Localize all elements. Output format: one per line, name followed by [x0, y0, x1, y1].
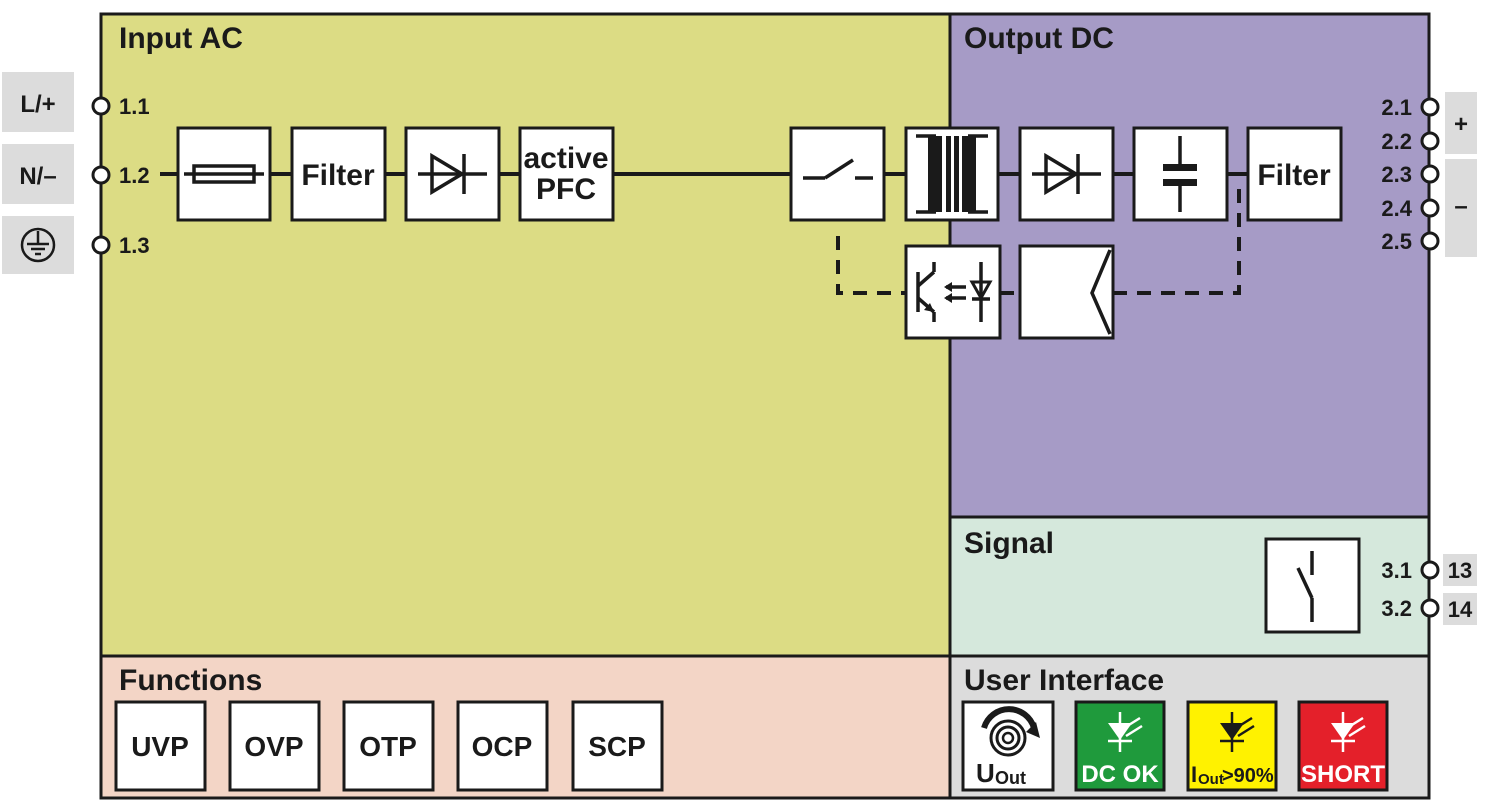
function-otp: OTP [342, 700, 435, 792]
capacitor-icon [1163, 136, 1197, 212]
iout90-label-sub: Out [1198, 771, 1224, 788]
terminal-label-2-2: 2.2 [1381, 129, 1412, 154]
output-diode-icon [1032, 152, 1101, 196]
terminal-label-2-4: 2.4 [1381, 196, 1412, 221]
switch-icon [803, 158, 873, 180]
potentiometer-label-sub: Out [995, 768, 1026, 788]
fuse-icon [184, 164, 264, 184]
short-indicator: SHORT [1297, 700, 1389, 792]
function-ovp: OVP [228, 700, 321, 792]
terminal-label-2-5: 2.5 [1381, 229, 1412, 254]
function-label-ovp: OVP [244, 731, 303, 762]
terminal-label-2-1: 2.1 [1381, 95, 1412, 120]
terminal-2-5 [1420, 231, 1440, 251]
function-ocp: OCP [456, 700, 549, 792]
iout90-indicator: I Out >90% [1186, 700, 1278, 792]
side-label-l: L/+ [20, 91, 55, 118]
pfc-label-line1: active [523, 142, 608, 175]
input-terminals: 1.1 1.2 1.3 [91, 94, 150, 258]
contact-label-14: 14 [1448, 597, 1473, 622]
function-label-otp: OTP [359, 731, 417, 762]
switch-block [789, 126, 886, 222]
terminal-1-3 [91, 235, 111, 255]
terminal-label-1-1: 1.1 [119, 94, 150, 119]
transformer-block [904, 126, 1000, 222]
diode-icon [418, 152, 487, 196]
led-icon [1108, 712, 1143, 752]
section-title-input-ac: Input AC [119, 22, 243, 55]
iout90-label-rest: >90% [1222, 765, 1274, 787]
ground-icon [20, 227, 56, 263]
iout90-label-main: I [1191, 762, 1197, 787]
output-polarity: + – [1445, 92, 1477, 257]
potentiometer-control[interactable]: U Out [961, 700, 1055, 792]
rectifier-block [404, 126, 501, 222]
optocoupler-block [904, 244, 1002, 340]
led-icon [1220, 712, 1255, 752]
function-label-uvp: UVP [131, 731, 189, 762]
transformer-icon [916, 134, 988, 214]
contact-label-13: 13 [1448, 558, 1472, 583]
terminal-label-1-2: 1.2 [119, 163, 150, 188]
side-label-n: N/– [19, 163, 56, 190]
polarity-minus: – [1454, 193, 1467, 220]
section-title-user-interface: User Interface [964, 664, 1164, 697]
potentiometer-icon [981, 706, 1040, 757]
functions-list: UVP OVP OTP OCP SCP [114, 700, 664, 792]
dc-ok-label: DC OK [1081, 761, 1159, 788]
terminal-2-3 [1420, 164, 1440, 184]
signal-terminals: 3.1 3.2 13 14 [1381, 554, 1477, 625]
terminal-label-3-2: 3.2 [1381, 596, 1412, 621]
polarity-plus: + [1454, 111, 1468, 138]
relay-contact-icon [1296, 551, 1314, 622]
pfc-label-line2: PFC [536, 173, 596, 206]
function-scp: SCP [571, 700, 664, 792]
input-ac-section [101, 14, 950, 656]
function-label-ocp: OCP [472, 731, 533, 762]
led-icon [1331, 712, 1366, 752]
section-title-output-dc: Output DC [964, 22, 1114, 55]
function-uvp: UVP [114, 700, 207, 792]
dc-ok-indicator: DC OK [1074, 700, 1166, 792]
pfc-block: active PFC [518, 126, 615, 222]
terminal-2-1 [1420, 97, 1440, 117]
signal-relay-block [1264, 537, 1361, 634]
terminal-3-1 [1420, 560, 1440, 580]
controller-block [1018, 244, 1115, 340]
input-side-labels: L/+ N/– [2, 72, 74, 274]
feedback-loop [836, 180, 1241, 295]
terminal-label-1-3: 1.3 [119, 233, 150, 258]
terminal-2-4 [1420, 198, 1440, 218]
output-filter-label: Filter [1257, 159, 1331, 192]
terminal-3-2 [1420, 598, 1440, 618]
output-rectifier-block [1018, 126, 1115, 222]
fuse-block [176, 126, 272, 222]
terminal-1-1 [91, 96, 111, 116]
short-label: SHORT [1301, 761, 1385, 788]
section-title-signal: Signal [964, 527, 1054, 560]
function-label-scp: SCP [588, 731, 646, 762]
terminal-label-2-3: 2.3 [1381, 162, 1412, 187]
terminal-1-2 [91, 165, 111, 185]
terminal-2-2 [1420, 131, 1440, 151]
capacitor-block [1132, 126, 1229, 222]
output-filter-block: Filter [1246, 126, 1343, 222]
input-filter-label: Filter [301, 159, 375, 192]
potentiometer-label-main: U [976, 758, 995, 788]
input-filter-block: Filter [290, 126, 387, 222]
terminal-label-3-1: 3.1 [1381, 558, 1412, 583]
optocoupler-icon [916, 262, 993, 322]
section-title-functions: Functions [119, 664, 262, 697]
output-terminals: 2.1 2.2 2.3 2.4 2.5 [1381, 95, 1440, 254]
controller-icon [1090, 249, 1112, 335]
